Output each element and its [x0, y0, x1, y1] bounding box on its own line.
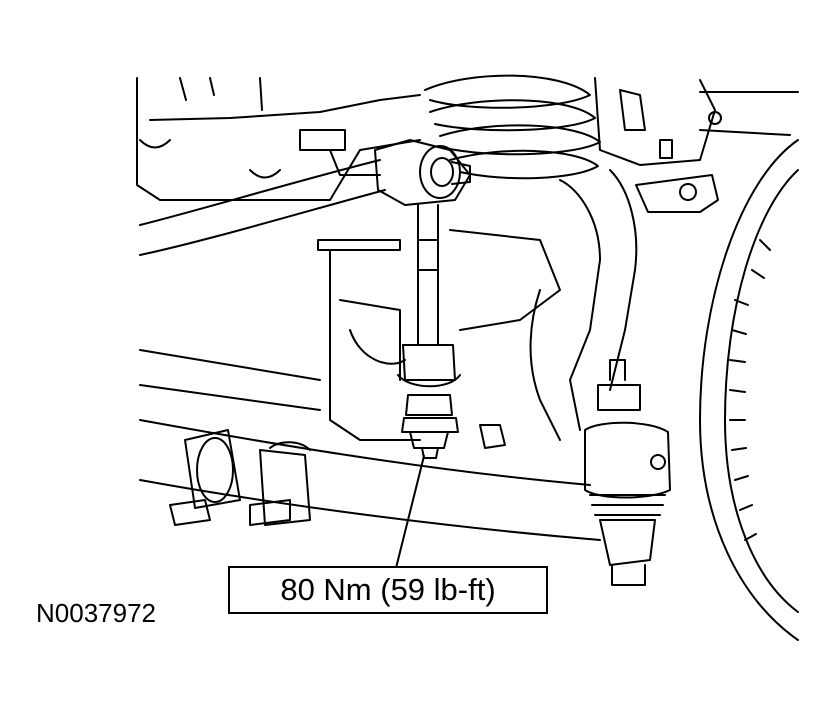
lower-axle-tube — [139, 349, 601, 541]
frame-mount-bracket — [317, 229, 561, 441]
torque-callout: 80 Nm (59 lb-ft) — [228, 566, 548, 614]
lower-ball-joint — [584, 421, 671, 586]
figure-id: N0037972 — [36, 598, 156, 628]
stabilizer-link — [397, 204, 461, 459]
frame-rail — [136, 77, 421, 201]
brake-rotor — [699, 139, 799, 641]
stabilizer-bar — [139, 139, 471, 256]
torque-callout-label: 80 Nm (59 lb-ft) — [280, 572, 496, 607]
steering-knuckle — [529, 169, 719, 441]
callout-leader-line — [395, 455, 425, 569]
frame-bracket-right — [594, 77, 799, 166]
